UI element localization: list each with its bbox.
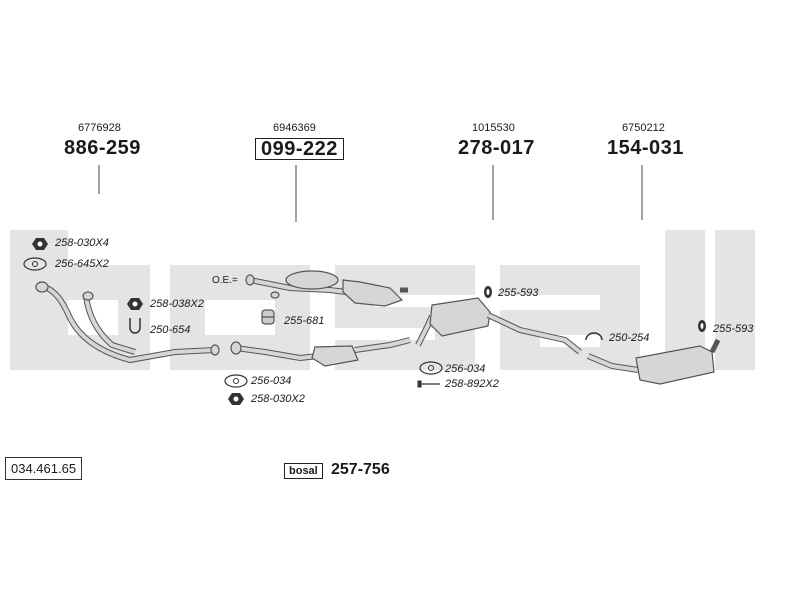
- nut-icon: [32, 238, 48, 250]
- accessory-label-3: 258-038X2: [150, 298, 204, 310]
- accessory-label-11: 250-254: [609, 332, 650, 344]
- accessory-label-12: 255-593: [713, 323, 754, 335]
- watermark-letter-a: [500, 265, 640, 370]
- accessory-label-1: 258-030X4: [55, 237, 109, 249]
- bolt-icon: [417, 380, 440, 388]
- watermark-letter-l-2: [715, 230, 755, 370]
- accessory-label-5: 255-681: [284, 315, 325, 327]
- accessory-label-4: 250-654: [150, 324, 191, 336]
- u-clamp-icon: [129, 318, 141, 334]
- part-number-3: 278-017: [458, 137, 535, 159]
- accessory-label-6: 256-034: [251, 375, 292, 387]
- oem-number-1: 6776928: [78, 122, 121, 134]
- gasket-icon-3: [419, 361, 443, 375]
- watermark-letter-o: [170, 265, 310, 370]
- part-number-4: 154-031: [607, 137, 684, 159]
- part-number-2: 099-222: [255, 138, 344, 160]
- accessory-label-2: 256-645X2: [55, 258, 109, 270]
- accessory-label-8: 255-593: [498, 287, 539, 299]
- watermark-letter-b: [10, 230, 150, 370]
- front-pipe-part: [35, 281, 220, 364]
- oe-marker: O.E.=: [212, 275, 238, 286]
- accessory-label-9: 256-034: [445, 363, 486, 375]
- kit-number: 257-756: [331, 461, 390, 478]
- accessory-label-10: 258-892X2: [445, 378, 499, 390]
- oem-number-3: 1015530: [472, 122, 515, 134]
- watermark-letter-l: [665, 230, 705, 370]
- rear-silencer-part: [586, 338, 721, 385]
- oem-number-4: 6750212: [622, 122, 665, 134]
- catalytic-converter-part: [245, 270, 408, 307]
- reference-code: 034.461.65: [5, 457, 83, 480]
- rubber-mount-icon: [261, 309, 275, 325]
- gasket-icon-2: [224, 374, 248, 388]
- bosal-watermark: [10, 230, 755, 370]
- mid-pipe-part: [230, 337, 411, 367]
- nut-icon-2: [127, 298, 143, 310]
- middle-silencer-part: [415, 297, 582, 355]
- oem-number-2: 6946369: [273, 122, 316, 134]
- clamp-icon: [585, 332, 603, 341]
- kit-brand-logo: bosal: [284, 463, 323, 479]
- gasket-icon: [23, 257, 47, 271]
- rubber-ring-icon-2: [698, 320, 706, 332]
- accessory-label-7: 258-030X2: [251, 393, 305, 405]
- nut-icon-3: [228, 393, 244, 405]
- part-number-1: 886-259: [64, 137, 141, 159]
- rubber-ring-icon: [484, 286, 492, 298]
